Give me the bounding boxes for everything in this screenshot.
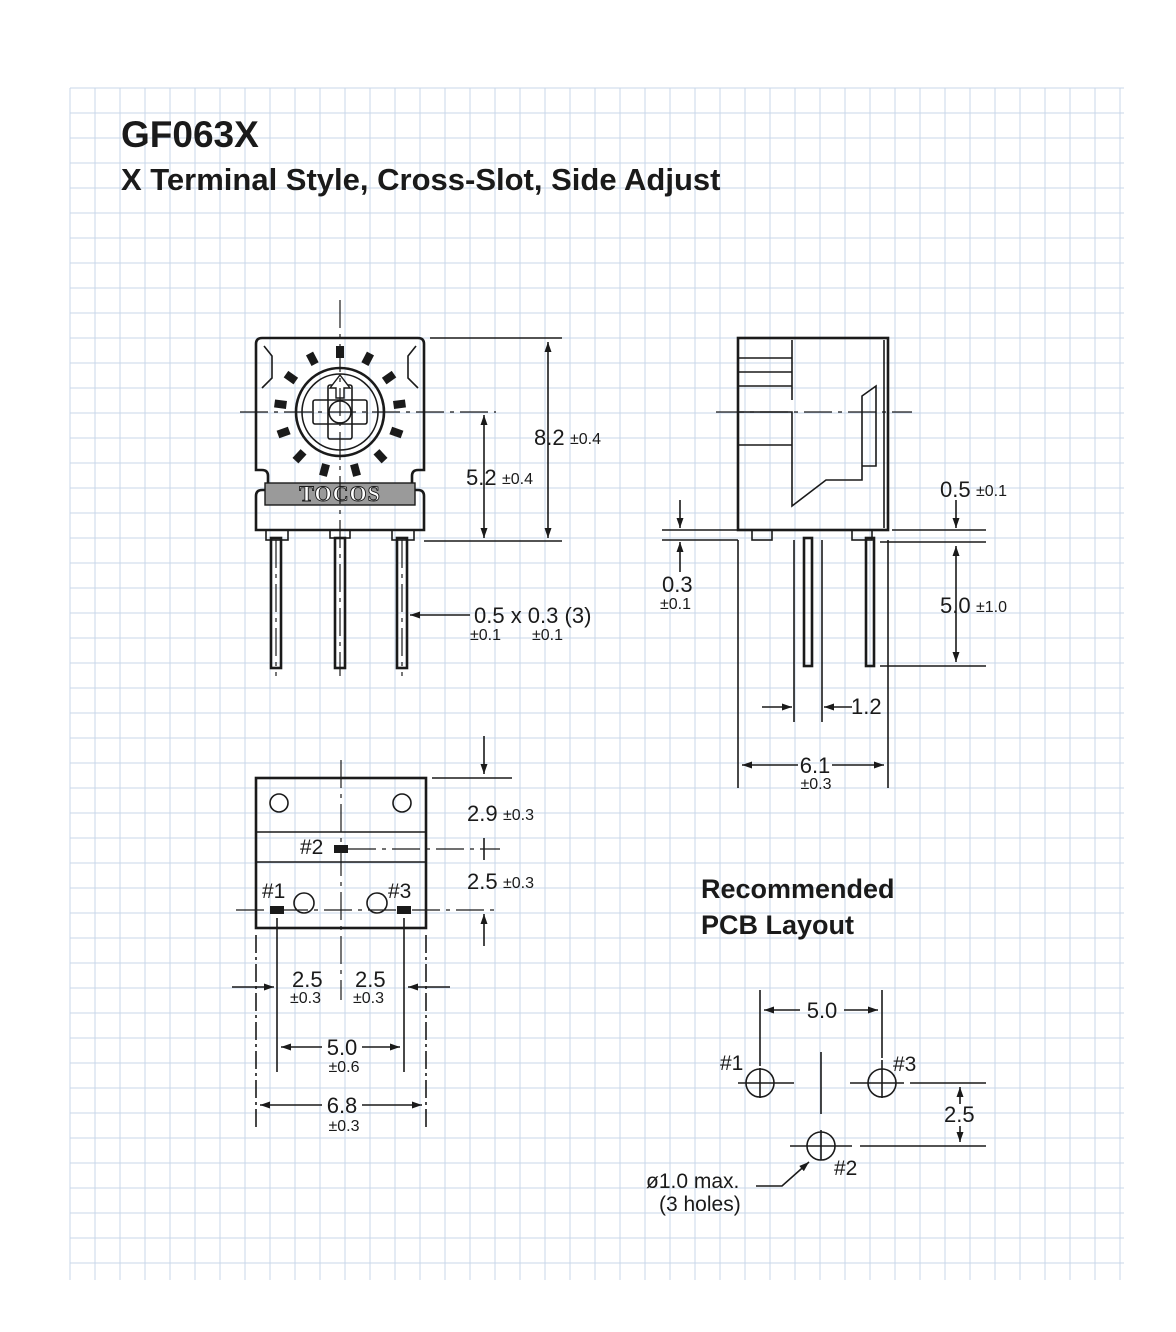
dim-row1-value: 2.9 [467,801,498,826]
dim-depth-tol: ±0.3 [800,776,831,793]
dim-left-tol: ±0.3 [290,990,321,1007]
pcb-layout: Recommended PCB Layout 5.0 2.5 # [646,874,986,1216]
dim-standoff-left-value: 0.3 [662,572,693,597]
pcb-pin2-label: #2 [834,1157,857,1180]
pcb-pin1-label: #1 [720,1052,743,1075]
pcb-title-line2: PCB Layout [701,910,854,940]
model-title: GF063X [121,114,259,155]
dim-row2-tol: ±0.3 [503,875,534,892]
dim-span-tol: ±0.6 [328,1059,359,1076]
dial-tick [305,351,319,366]
dim-row1-tol: ±0.3 [503,807,534,824]
dim-standoff-top-value: 0.5 [940,477,971,502]
model-subtitle: X Terminal Style, Cross-Slot, Side Adjus… [121,162,720,197]
dial-tick [393,399,406,409]
front-view: TOCOS 8.2 ±0.4 5.2 ±0.4 0 [240,300,601,676]
dim-standoff-top-tol: ±0.1 [976,483,1007,500]
dim-center-tol: ±0.4 [502,471,533,488]
graph-paper-grid [69,87,1124,1280]
dim-right-tol: ±0.3 [353,990,384,1007]
front-pin-3 [395,536,409,670]
pcb-hole-2 [790,1052,852,1161]
dim-row2-value: 2.5 [467,869,498,894]
dim-width-value: 6.8 [327,1093,358,1118]
dial-tick [350,463,361,477]
pcb-hole-3 [850,1060,904,1098]
side-lead-back [864,536,876,668]
dial-tick [319,463,330,477]
dim-pin-tol-b: ±0.1 [532,627,563,644]
bottom-pad-1 [270,906,284,914]
mount-hole-left [269,793,289,813]
dim-depth-value: 6.1 [800,753,831,778]
dial-tick [389,426,404,439]
dim-height-tol: ±0.4 [570,431,601,448]
side-lead-front [802,536,814,668]
dim-lead-value: 5.0 [940,593,971,618]
dial-tick [381,370,397,385]
hole-note-line2: (3 holes) [659,1193,741,1216]
dim-center-value: 5.2 [466,465,497,490]
dial-tick [276,426,291,439]
dim-lead-tol: ±1.0 [976,599,1007,616]
mount-hole-right [392,793,412,813]
dim-span-value: 5.0 [327,1035,358,1060]
dim-pin-tol-a: ±0.1 [470,627,501,644]
dim-width-tol: ±0.3 [328,1118,359,1135]
side-body-outline [736,336,890,532]
bottom-pin1-label: #1 [262,880,285,903]
dim-right-value: 2.5 [355,967,386,992]
dial-tick [292,449,307,464]
dim-left-value: 2.5 [292,967,323,992]
pcb-pin3-label: #3 [893,1053,916,1076]
pcb-dim-offset: 2.5 [944,1102,975,1127]
front-pin-1 [269,536,283,670]
dial-tick [373,449,388,464]
dim-pitch-value: 1.2 [851,694,882,719]
dial-tick [361,351,375,366]
pcb-dim-span: 5.0 [807,998,838,1023]
dim-pin-value: 0.5 x 0.3 (3) [474,603,591,628]
dial-tick [274,399,287,409]
front-body-outline [254,336,426,532]
hole-note-line1: ø1.0 max. [646,1170,739,1193]
dial-tick [283,370,299,385]
side-view: 0.3 ±0.1 0.5 ±0.1 5.0 ±1.0 1.2 6.1 ±0.3 [660,336,1007,793]
dim-height-value: 8.2 [534,425,565,450]
bottom-pin3-label: #3 [388,880,411,903]
dim-standoff-left-tol: ±0.1 [660,596,691,613]
pcb-hole-1 [738,1068,794,1098]
pcb-title-line1: Recommended [701,874,895,904]
bottom-pin2-label: #2 [300,836,323,859]
bottom-view: #2 #1 #3 2.9 ±0.3 2.5 ±0.3 2.5 ±0.3 2.5 … [232,736,534,1135]
